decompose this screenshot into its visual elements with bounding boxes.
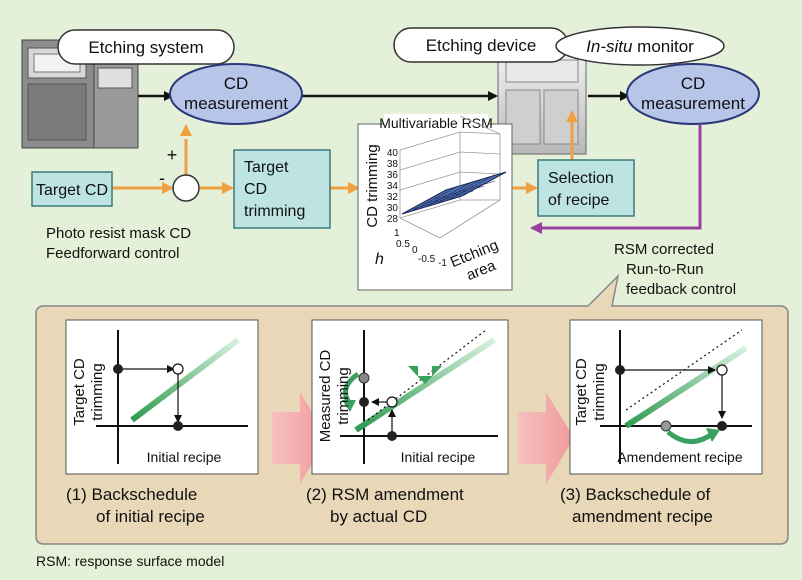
plus-sign: + bbox=[167, 145, 178, 165]
panel-3-ylabel-line1: Target CD bbox=[573, 358, 590, 426]
svg-text:28: 28 bbox=[387, 214, 399, 225]
svg-text:36: 36 bbox=[387, 170, 399, 181]
rsm-plot-title: Multivariable RSM bbox=[379, 115, 493, 131]
panel-3-ylabel-line2: trimming bbox=[591, 363, 608, 421]
feedback-arrow bbox=[530, 124, 702, 234]
panel-2-caption-line2: by actual CD bbox=[330, 507, 427, 526]
svg-text:Target: Target bbox=[244, 159, 289, 176]
cd-measurement-right: CD measurement bbox=[626, 63, 760, 125]
panel-1-xlabel: Initial recipe bbox=[147, 449, 222, 465]
etching-device-label: Etching device bbox=[393, 27, 569, 63]
svg-text:32: 32 bbox=[387, 192, 399, 203]
svg-text:38: 38 bbox=[387, 159, 399, 170]
curved-arrow-icon-2 bbox=[666, 430, 714, 444]
insitu-monitor-label: In-situ monitor bbox=[555, 26, 725, 66]
svg-text:CD: CD bbox=[681, 74, 706, 93]
svg-text:In-situ monitor: In-situ monitor bbox=[586, 37, 694, 56]
panel-1-caption-line1: (1) Backschedule bbox=[66, 485, 197, 504]
rsm-plot: Multivariable RSM CD trimming 40 38 36 3… bbox=[357, 114, 513, 291]
rsm-y-label: h bbox=[375, 251, 384, 268]
panel-1-ylabel-line1: Target CD bbox=[71, 358, 88, 426]
svg-text:of recipe: of recipe bbox=[548, 192, 609, 209]
rsm-corrected-line2: Run-to-Run bbox=[626, 261, 704, 278]
svg-text:40: 40 bbox=[387, 148, 399, 159]
svg-text:CD: CD bbox=[224, 74, 249, 93]
panel-1-ylabel-line2: trimming bbox=[89, 363, 106, 421]
svg-text:-1: -1 bbox=[438, 258, 447, 269]
rsm-z-label: CD trimming bbox=[364, 144, 381, 227]
panel-3-caption-line2: amendment recipe bbox=[572, 507, 713, 526]
panel-3-caption-line1: (3) Backschedule of bbox=[560, 485, 711, 504]
panel-2-caption-line1: (2) RSM amendment bbox=[306, 485, 464, 504]
photo-resist-label-line2: Feedforward control bbox=[46, 245, 179, 262]
panel-1-chart: Target CD trimming Initial recipe bbox=[65, 319, 259, 475]
svg-text:30: 30 bbox=[387, 203, 399, 214]
svg-text:measurement: measurement bbox=[641, 94, 745, 113]
svg-text:Target CD: Target CD bbox=[36, 182, 108, 199]
panel-1-caption-line2: of initial recipe bbox=[96, 507, 205, 526]
rsm-corrected-line1: RSM corrected bbox=[614, 241, 714, 258]
panel-2-chart: Measured CD trimming Initial recipe bbox=[311, 319, 509, 475]
photo-resist-label-line1: Photo resist mask CD bbox=[46, 225, 191, 242]
down-arrow-icon bbox=[408, 366, 442, 384]
panel-2-ylabel-line2: trimming bbox=[335, 367, 352, 425]
rsm-corrected-line3: feedback control bbox=[626, 281, 736, 298]
svg-text:Selection: Selection bbox=[548, 170, 614, 187]
pink-arrow-2 bbox=[518, 392, 574, 484]
svg-text:Etching system: Etching system bbox=[88, 38, 203, 57]
svg-text:CD: CD bbox=[244, 181, 267, 198]
svg-text:34: 34 bbox=[387, 181, 399, 192]
footnote: RSM: response surface model bbox=[36, 553, 224, 569]
svg-text:measurement: measurement bbox=[184, 94, 288, 113]
feedforward-arrows bbox=[112, 110, 578, 194]
target-cd-trimming-box: Target CD trimming bbox=[233, 149, 331, 229]
svg-text:-0.5: -0.5 bbox=[418, 254, 436, 265]
etching-system-label: Etching system bbox=[57, 29, 235, 65]
svg-text:0.5: 0.5 bbox=[396, 239, 410, 250]
panel-3-xlabel: Amendement recipe bbox=[617, 449, 743, 465]
minus-sign: - bbox=[159, 168, 165, 188]
svg-text:Etching device: Etching device bbox=[426, 36, 537, 55]
target-cd-box: Target CD bbox=[31, 171, 113, 207]
summing-junction bbox=[172, 174, 200, 202]
panel-3-chart: Target CD trimming Amendement recipe bbox=[569, 319, 763, 475]
svg-text:trimming: trimming bbox=[244, 203, 305, 220]
svg-text:0: 0 bbox=[412, 245, 418, 256]
panel-2-ylabel-line1: Measured CD bbox=[317, 350, 334, 443]
selection-of-recipe-box: Selection of recipe bbox=[537, 159, 635, 217]
panel-2-xlabel: Initial recipe bbox=[401, 449, 476, 465]
svg-text:1: 1 bbox=[394, 228, 400, 239]
cd-measurement-left: CD measurement bbox=[169, 63, 303, 125]
